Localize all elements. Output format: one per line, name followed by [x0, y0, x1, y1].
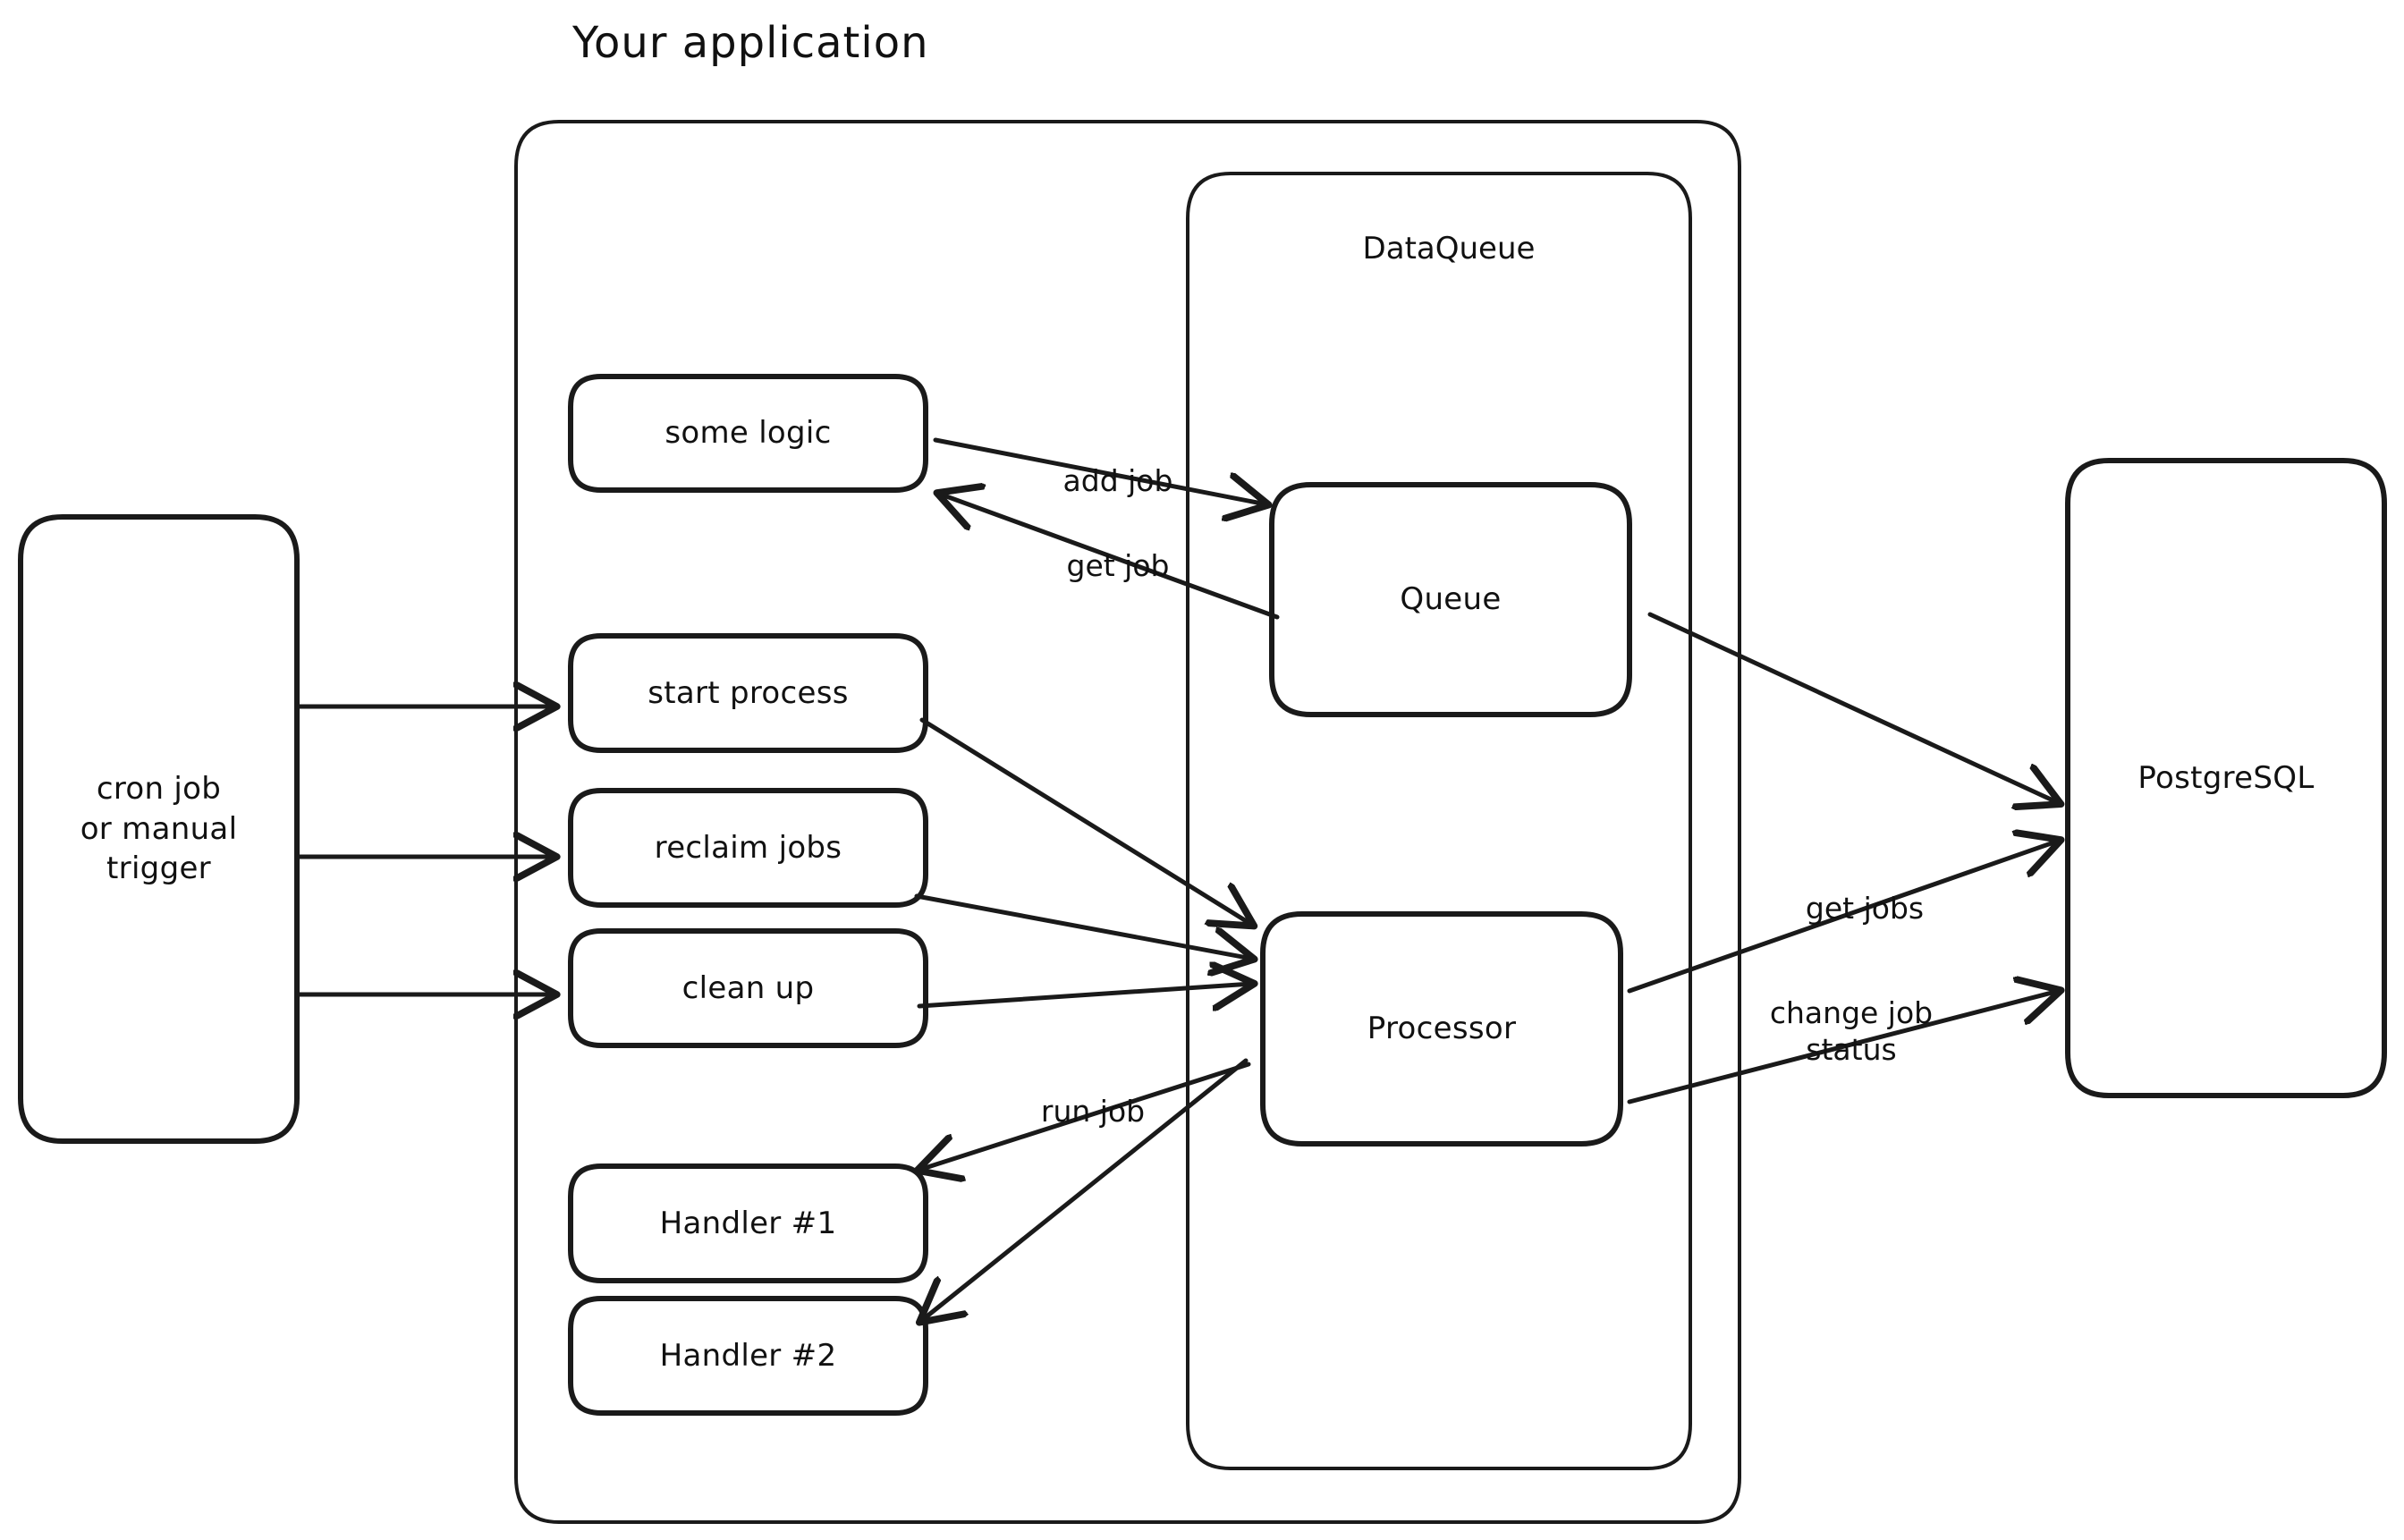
edge-run-job-handler-1	[919, 1062, 1251, 1170]
node-cron-trigger-shape	[18, 514, 300, 1144]
group-dataqueue-label: DataQueue	[1362, 231, 1536, 267]
node-handler-1-shape	[568, 1163, 928, 1283]
group-dataqueue-border	[1186, 172, 1692, 1470]
edge-run-job-handler-2	[921, 1058, 1249, 1321]
node-reclaim-jobs-shape	[568, 788, 928, 908]
node-some-logic-shape	[568, 374, 928, 493]
node-processor-shape	[1260, 911, 1623, 1147]
node-postgresql-shape	[2065, 458, 2387, 1098]
edge-get-job	[939, 494, 1280, 620]
edge-start-process-to-processor	[919, 717, 1252, 925]
node-queue-shape	[1269, 482, 1632, 717]
node-clean-up-shape	[568, 928, 928, 1048]
edge-clean-up-to-processor	[917, 984, 1252, 1006]
edge-reclaim-jobs-to-processor	[914, 893, 1252, 959]
edge-get-jobs	[1627, 841, 2059, 994]
edge-add-job	[933, 437, 1266, 504]
node-handler-2-shape	[568, 1296, 928, 1416]
diagram-title: Your application	[572, 18, 929, 68]
group-your-application-border	[514, 120, 1741, 1524]
edge-change-job-status	[1627, 991, 2059, 1104]
node-start-process-shape	[568, 633, 928, 753]
edge-queue-to-postgresql	[1647, 612, 2059, 803]
